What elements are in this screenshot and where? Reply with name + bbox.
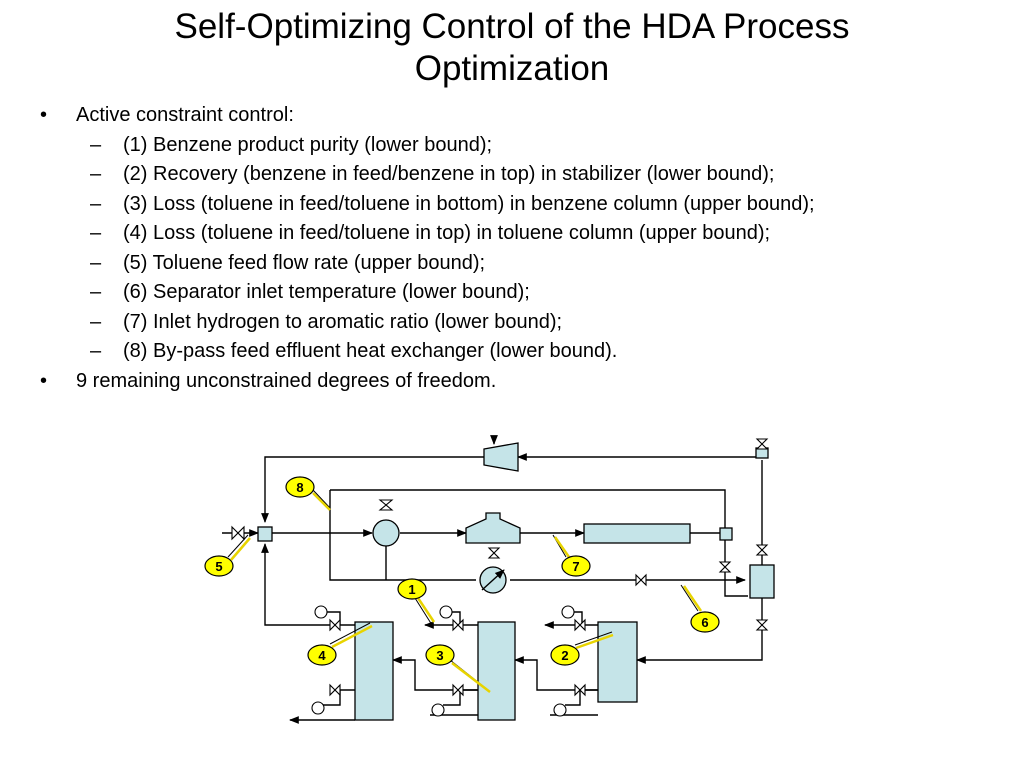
valve-icon bbox=[231, 525, 245, 541]
sub-bullet-item: (4) Loss (toluene in feed/toluene in top… bbox=[40, 219, 815, 249]
valve-icon bbox=[329, 618, 341, 632]
valve-icon bbox=[755, 544, 769, 556]
sub-bullet-item: (2) Recovery (benzene in feed/benzene in… bbox=[40, 160, 815, 190]
valve-icon bbox=[755, 619, 769, 631]
valve-icon bbox=[574, 618, 586, 632]
reactor-icon bbox=[583, 523, 691, 544]
slide-title-line2: Optimization bbox=[414, 49, 610, 88]
tag-4: 4 bbox=[307, 644, 337, 666]
bullet-item: 9 remaining unconstrained degrees of fre… bbox=[40, 367, 815, 397]
sub-bullet-item: (5) Toluene feed flow rate (upper bound)… bbox=[40, 249, 815, 279]
sub-bullet-item: (6) Separator inlet temperature (lower b… bbox=[40, 278, 815, 308]
furnace-icon bbox=[465, 512, 521, 544]
valve-icon bbox=[635, 573, 647, 587]
sub-bullet-item: (7) Inlet hydrogen to aromatic ratio (lo… bbox=[40, 308, 815, 338]
toluene-column-icon bbox=[354, 621, 394, 721]
reboiler-icon bbox=[553, 703, 567, 717]
valve-icon bbox=[718, 561, 732, 573]
mixer-icon bbox=[257, 526, 273, 542]
equipment bbox=[257, 442, 775, 721]
bullet-item: Active constraint control: bbox=[40, 101, 815, 131]
slide-title-line1: Self-Optimizing Control of the HDA Proce… bbox=[174, 7, 850, 46]
valve-icon bbox=[574, 683, 586, 697]
tag-label: 4 bbox=[318, 648, 326, 663]
valve-icon bbox=[755, 438, 769, 450]
sub-bullet-item: (1) Benzene product purity (lower bound)… bbox=[40, 131, 815, 161]
benzene-column-icon bbox=[477, 621, 516, 721]
sub-bullet-item: (3) Loss (toluene in feed/toluene in bot… bbox=[40, 190, 815, 220]
valve-icon bbox=[452, 618, 464, 632]
heat-exchanger-icon bbox=[372, 519, 400, 547]
tag-2: 2 bbox=[550, 644, 580, 666]
tag-8: 8 bbox=[285, 476, 315, 498]
callout-leaders bbox=[227, 489, 703, 693]
tag-label: 3 bbox=[436, 648, 443, 663]
bullet-list: Active constraint control: (1) Benzene p… bbox=[40, 101, 815, 396]
valve-icon bbox=[378, 499, 394, 511]
tag-label: 5 bbox=[215, 559, 222, 574]
tag-3: 3 bbox=[425, 644, 455, 666]
valve-icon bbox=[329, 683, 341, 697]
reboiler-icon bbox=[431, 703, 445, 717]
tag-label: 1 bbox=[408, 582, 415, 597]
condenser-icon bbox=[439, 605, 453, 619]
condenser-icon bbox=[561, 605, 575, 619]
tag-5: 5 bbox=[204, 555, 234, 577]
reboiler-icon bbox=[311, 701, 325, 715]
compressor-icon bbox=[483, 442, 519, 472]
condenser-icon bbox=[314, 605, 328, 619]
slide-title: Self-Optimizing Control of the HDA Proce… bbox=[0, 6, 1024, 90]
quench-icon bbox=[719, 527, 733, 541]
tag-6: 6 bbox=[690, 611, 720, 633]
tag-1: 1 bbox=[397, 578, 427, 600]
separator-icon bbox=[749, 564, 775, 599]
stabilizer-column-icon bbox=[597, 621, 638, 703]
tag-label: 7 bbox=[572, 559, 579, 574]
valves bbox=[231, 438, 769, 697]
sub-bullet-item: (8) By-pass feed effluent heat exchanger… bbox=[40, 337, 815, 367]
valve-icon bbox=[487, 547, 501, 559]
valve-icon bbox=[452, 683, 464, 697]
condensers-reboilers bbox=[311, 605, 575, 717]
tag-label: 2 bbox=[561, 648, 568, 663]
tag-7: 7 bbox=[561, 555, 591, 577]
tag-label: 6 bbox=[701, 615, 708, 630]
tag-label: 8 bbox=[296, 480, 303, 495]
